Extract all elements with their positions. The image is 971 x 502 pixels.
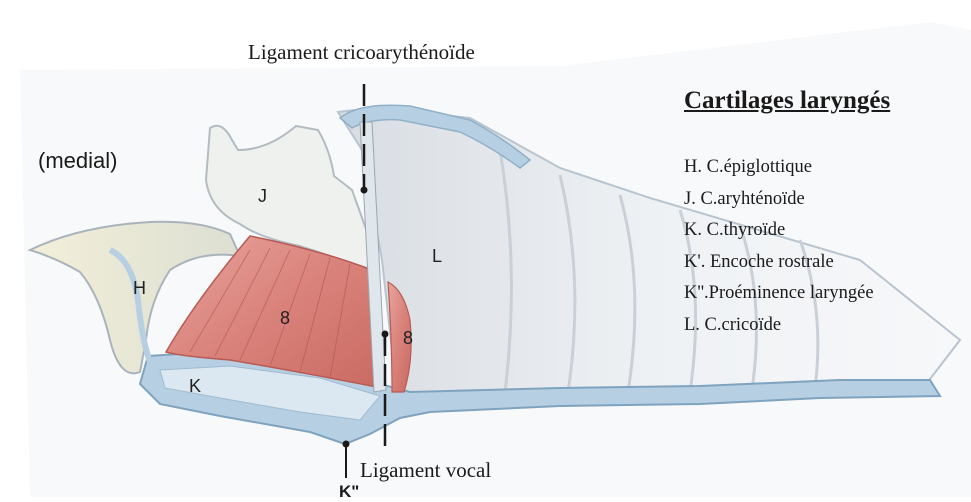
leader-dot-top — [361, 187, 368, 194]
leader-dot-bottom — [382, 331, 389, 338]
label-ligament-cricoarytenoid: Ligament cricoarythénoïde — [248, 40, 475, 65]
label-vocal-ligament: Ligament vocal — [360, 458, 491, 483]
legend-item: J. C.aryhténoïde — [684, 184, 874, 216]
label-K: K — [189, 376, 201, 397]
leader-dot-kpp — [343, 441, 350, 448]
label-L: L — [432, 246, 442, 267]
label-H: H — [133, 278, 146, 299]
label-medial: (medial) — [38, 148, 117, 174]
legend-item: K'. Encoche rostrale — [684, 247, 874, 279]
label-J: J — [258, 186, 267, 207]
legend-list: H. C.épiglottique J. C.aryhténoïde K. C.… — [684, 152, 874, 341]
legend-item: K''.Proéminence laryngée — [684, 278, 874, 310]
legend-title: Cartilages laryngés — [684, 87, 890, 115]
legend-item: K. C.thyroïde — [684, 215, 874, 247]
legend-item: H. C.épiglottique — [684, 152, 874, 184]
label-k-double-prime: K" — [339, 482, 359, 502]
legend-item: L. C.cricoïde — [684, 310, 874, 342]
label-muscle-8-right: 8 — [403, 328, 413, 349]
label-muscle-8-left: 8 — [280, 308, 290, 329]
